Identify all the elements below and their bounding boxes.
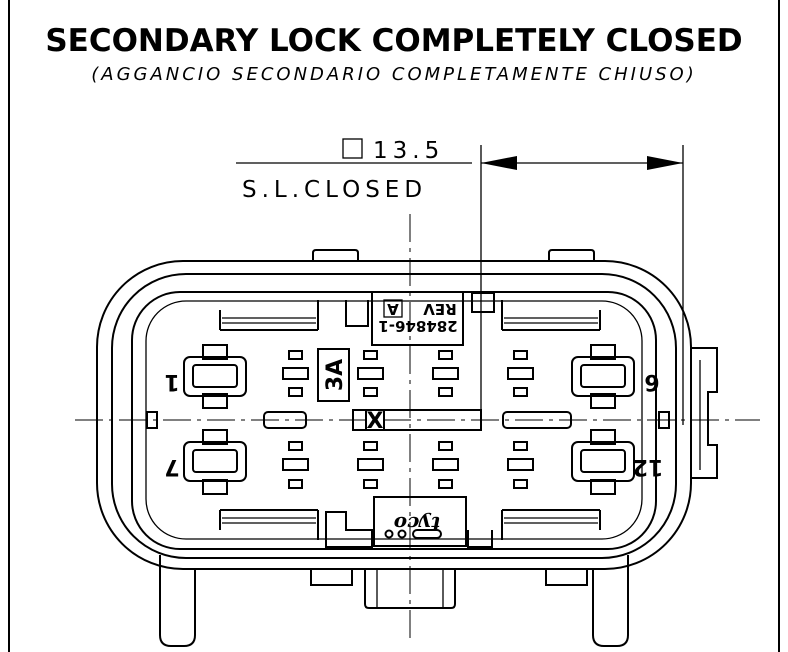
cavity-label-7: 7 bbox=[164, 454, 179, 479]
connector-housing bbox=[96, 249, 718, 647]
cavity-label-1: 1 bbox=[164, 369, 179, 394]
small-cavities bbox=[282, 350, 534, 489]
outer-shell bbox=[96, 260, 692, 570]
bottom-rib-right bbox=[501, 509, 601, 540]
dimension-value: 13.5 bbox=[373, 138, 444, 164]
revision-label: REV bbox=[423, 300, 457, 318]
cavity-12: 12 bbox=[571, 429, 664, 495]
cavity-label-12: 12 bbox=[633, 454, 664, 479]
cavity-label-6: 6 bbox=[644, 369, 659, 394]
cavity-code: 3A bbox=[317, 348, 350, 402]
top-rib-right bbox=[501, 300, 601, 331]
lock-mark: X bbox=[367, 409, 384, 434]
drawing-subtitle: (AGGANCIO SECONDARIO COMPLETAMENTE CHIUS… bbox=[91, 64, 697, 85]
revision-letter: A bbox=[387, 300, 399, 318]
cavity-1: 1 bbox=[164, 344, 247, 409]
square-symbol bbox=[342, 138, 363, 159]
right-latch bbox=[691, 347, 718, 479]
right-leg bbox=[592, 555, 629, 647]
cavity-6: 6 bbox=[571, 344, 660, 409]
brand-marking: tyco bbox=[373, 496, 467, 547]
top-rib-left bbox=[219, 300, 319, 331]
brand-logo: tyco bbox=[394, 512, 440, 536]
drawing-frame bbox=[8, 0, 780, 652]
arrowhead-right bbox=[647, 156, 683, 170]
cavity-code-text: 3A bbox=[323, 359, 348, 391]
bottom-keyway bbox=[364, 569, 456, 609]
center-lines bbox=[75, 214, 760, 640]
cavity-7: 7 bbox=[164, 429, 247, 495]
arrowhead-left bbox=[481, 156, 517, 170]
dimension-annotation: 13.5 S.L.CLOSED bbox=[236, 138, 684, 430]
outer-shell-inner bbox=[111, 273, 677, 559]
left-leg bbox=[159, 555, 196, 647]
drawing-title: SECONDARY LOCK COMPLETELY CLOSED bbox=[45, 23, 742, 59]
part-marking: 284846-1 REV A bbox=[371, 293, 464, 346]
part-number: 284846-1 bbox=[378, 317, 457, 335]
bottom-rib-left bbox=[219, 509, 319, 540]
dimension-note: S.L.CLOSED bbox=[242, 177, 427, 203]
